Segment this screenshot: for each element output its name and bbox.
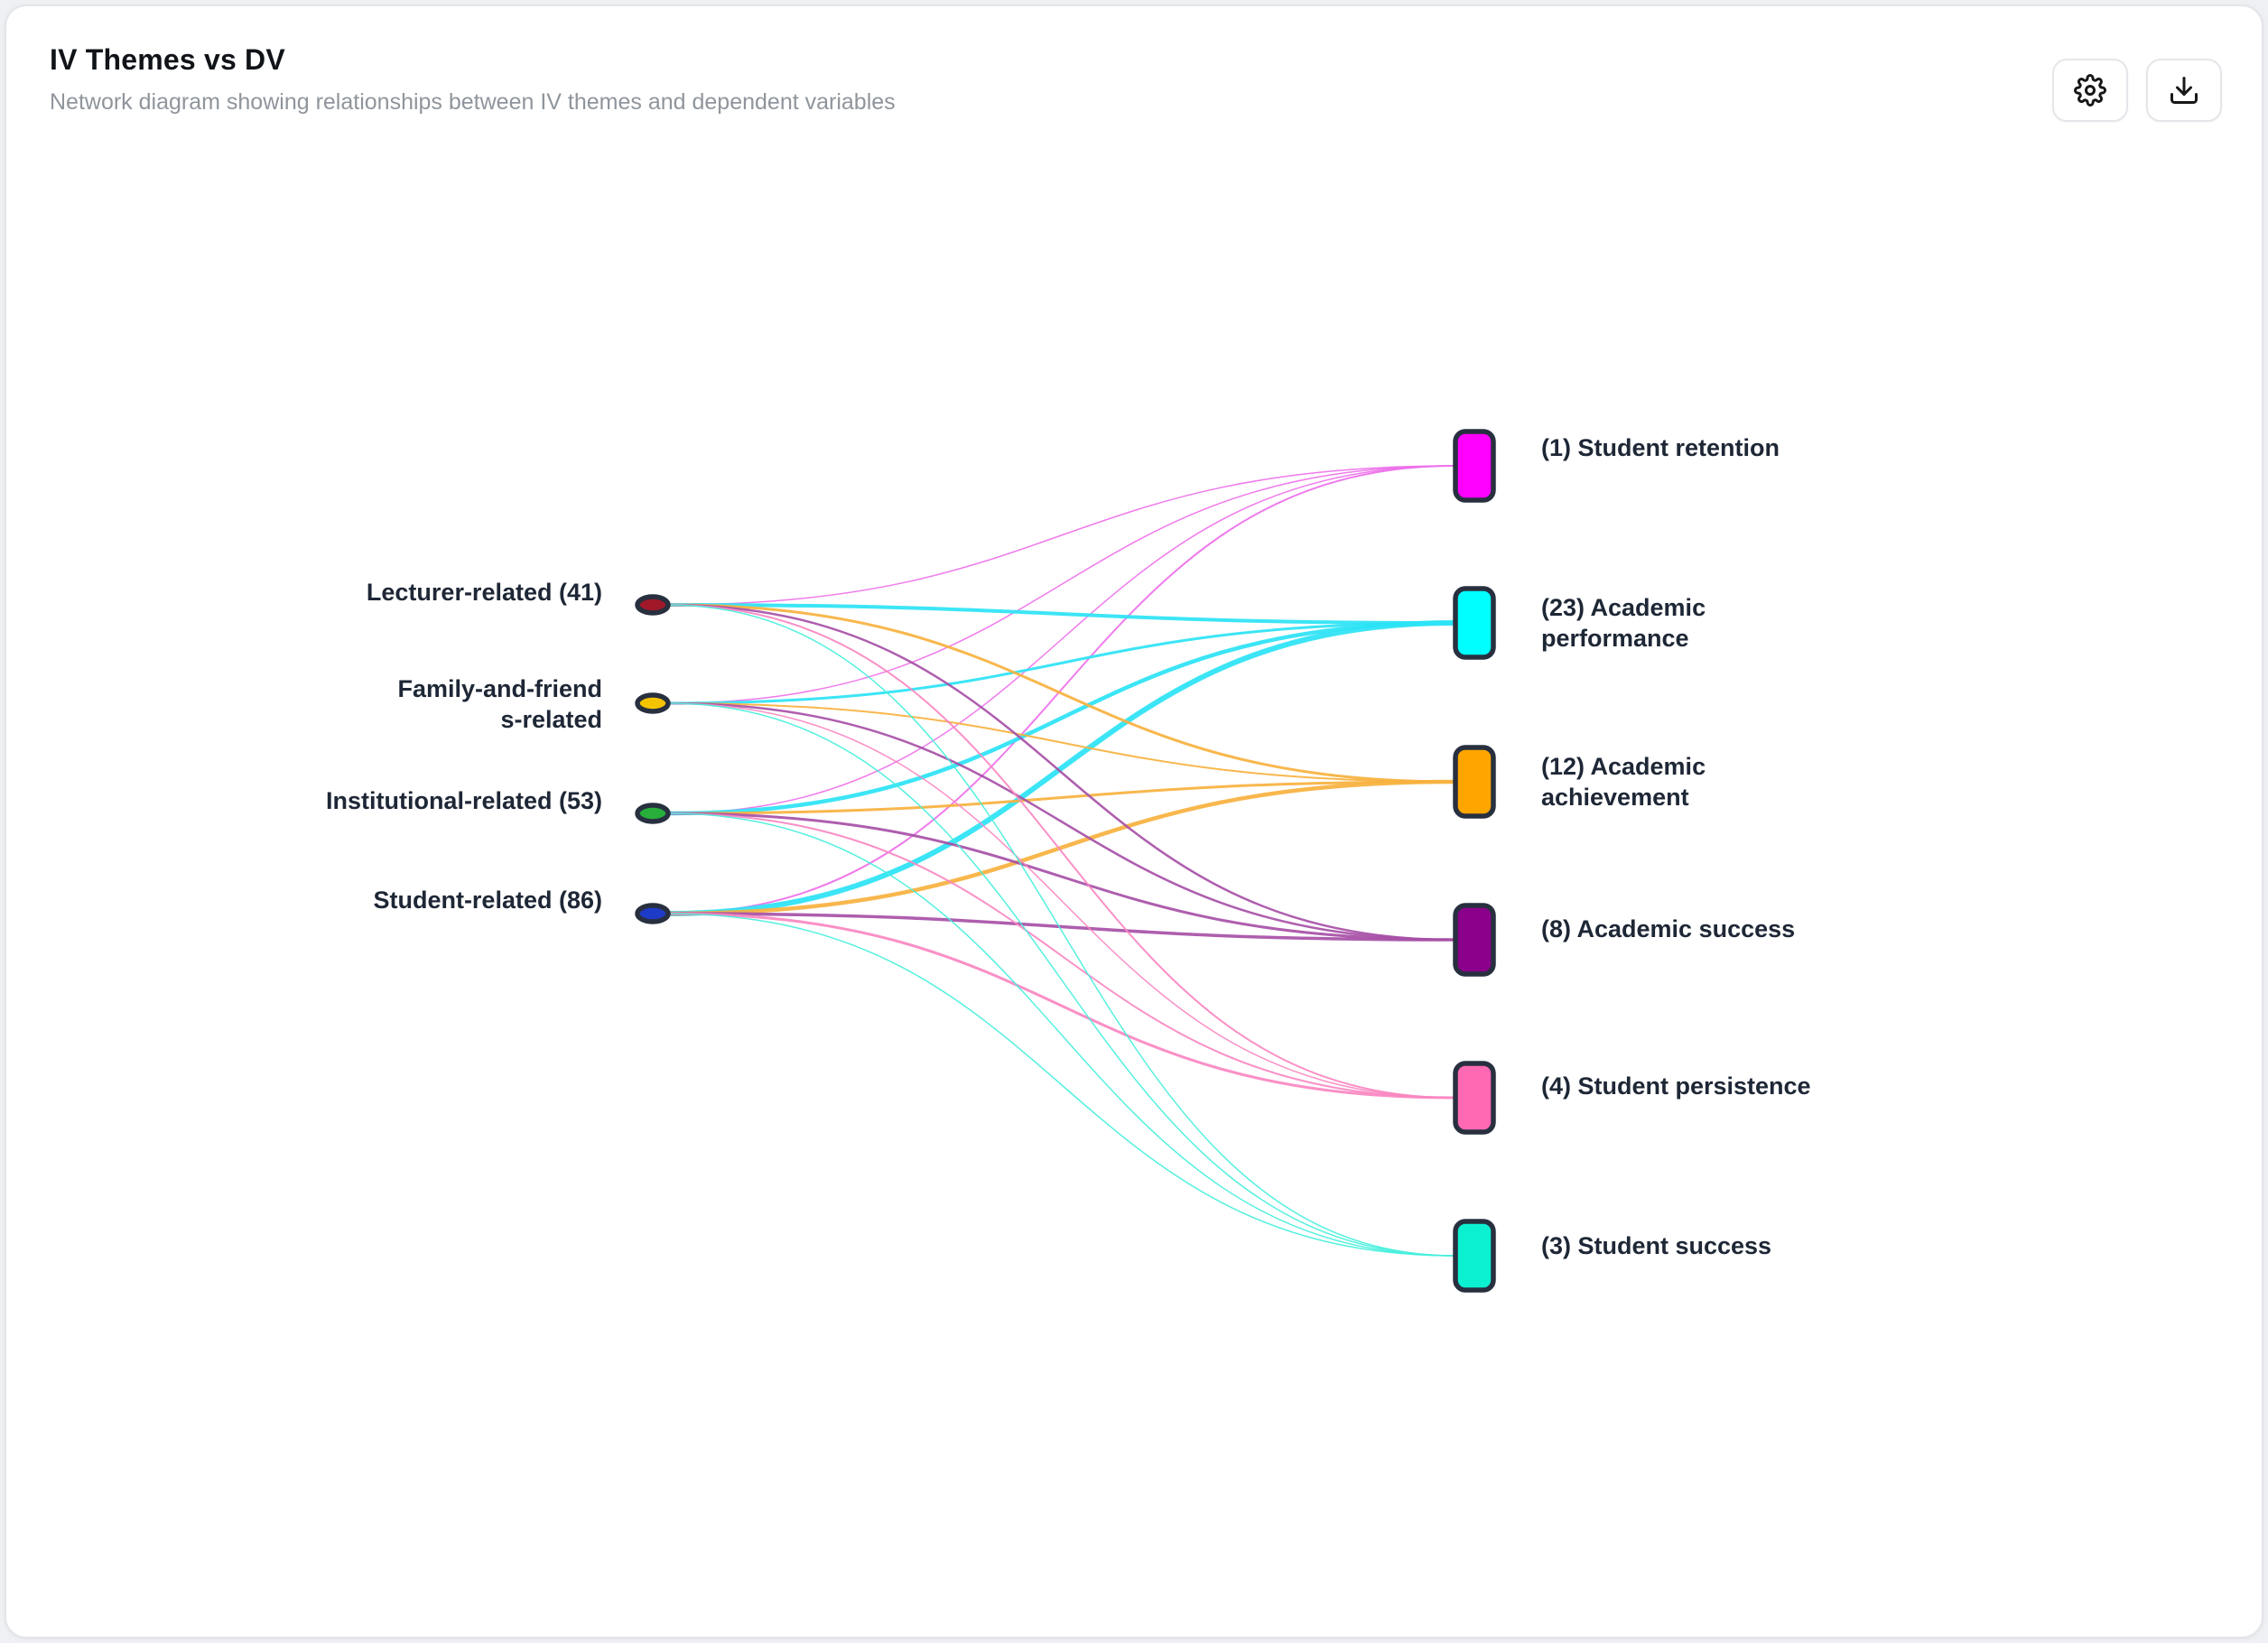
edge-institutional-related-to-academic-success xyxy=(666,812,1456,942)
edge-student-related-to-academic-performance xyxy=(665,620,1457,916)
edge-family-and-friends-related-to-student-retention xyxy=(667,465,1455,704)
edge-lecturer-related-to-academic-success xyxy=(666,603,1456,942)
edge-institutional-related-to-academic-achievement xyxy=(666,780,1456,815)
edge-institutional-related-to-academic-performance xyxy=(665,620,1457,816)
dv-node-student-persistence[interactable] xyxy=(1453,1061,1496,1135)
chart-card: IV Themes vs DV Network diagram showing … xyxy=(5,5,2263,1638)
iv-node-institutional-related[interactable] xyxy=(635,803,671,824)
download-icon xyxy=(2170,77,2198,104)
dv-label-student-persistence: (4) Student persistence xyxy=(1541,1072,1811,1100)
dv-label-academic-achievement: (12) Academic achievement xyxy=(1541,752,1706,811)
edge-family-and-friends-related-to-student-success xyxy=(667,702,1455,1257)
iv-theme-label-institutional-related: Institutional-related (53) xyxy=(325,786,602,814)
edge-lecturer-related-to-student-retention xyxy=(667,465,1455,606)
edge-lecturer-related-to-academic-performance xyxy=(666,603,1456,625)
page-subtitle: Network diagram showing relationships be… xyxy=(50,89,896,116)
card-header: IV Themes vs DV Network diagram showing … xyxy=(50,42,2222,122)
network-diagram: Lecturer-related (41) Family-and-friend s… xyxy=(6,6,2262,1637)
edge-student-related-to-student-retention xyxy=(667,465,1455,914)
dv-node-student-retention[interactable] xyxy=(1453,429,1496,503)
iv-node-student-related[interactable] xyxy=(635,903,671,924)
dv-label-academic-performance: (23) Academic performance xyxy=(1541,593,1706,652)
edge-family-and-friends-related-to-student-persistence xyxy=(667,702,1455,1099)
iv-node-family-and-friends-related[interactable] xyxy=(635,692,671,714)
dv-label-student-success: (3) Student success xyxy=(1541,1231,1772,1259)
settings-button[interactable] xyxy=(2052,59,2128,122)
iv-theme-label-student-related: Student-related (86) xyxy=(373,886,602,914)
edge-family-and-friends-related-to-academic-performance xyxy=(666,621,1456,705)
edge-institutional-related-to-student-success xyxy=(667,812,1455,1257)
page-title: IV Themes vs DV xyxy=(50,43,285,76)
gear-icon xyxy=(2074,74,2106,107)
dv-label-student-retention: (1) Student retention xyxy=(1541,433,1780,461)
edge-institutional-related-to-student-persistence xyxy=(667,812,1455,1099)
iv-node-lecturer-related[interactable] xyxy=(635,594,671,616)
edge-family-and-friends-related-to-academic-success xyxy=(666,701,1456,942)
dv-node-academic-success[interactable] xyxy=(1453,903,1496,977)
iv-theme-label-family-and-friends-related: Family-and-friend s-related xyxy=(397,674,602,733)
edge-student-related-to-student-persistence xyxy=(666,912,1456,1100)
iv-theme-label-lecturer-related: Lecturer-related (41) xyxy=(366,578,602,606)
dv-label-academic-success: (8) Academic success xyxy=(1541,914,1796,942)
edge-lecturer-related-to-student-success xyxy=(667,604,1455,1257)
edge-lecturer-related-to-student-persistence xyxy=(667,604,1455,1099)
edge-family-and-friends-related-to-academic-achievement xyxy=(667,702,1455,783)
dv-node-academic-achievement[interactable] xyxy=(1453,745,1496,819)
edge-student-related-to-academic-success xyxy=(666,912,1456,942)
download-button[interactable] xyxy=(2146,59,2222,122)
toolbar xyxy=(2052,59,2222,122)
edge-lecturer-related-to-academic-achievement xyxy=(666,603,1456,784)
dv-node-academic-performance[interactable] xyxy=(1453,586,1496,660)
edge-student-related-to-student-success xyxy=(667,913,1455,1257)
edge-institutional-related-to-student-retention xyxy=(667,465,1455,814)
edge-student-related-to-academic-achievement xyxy=(665,779,1457,916)
dv-node-student-success[interactable] xyxy=(1453,1219,1496,1293)
